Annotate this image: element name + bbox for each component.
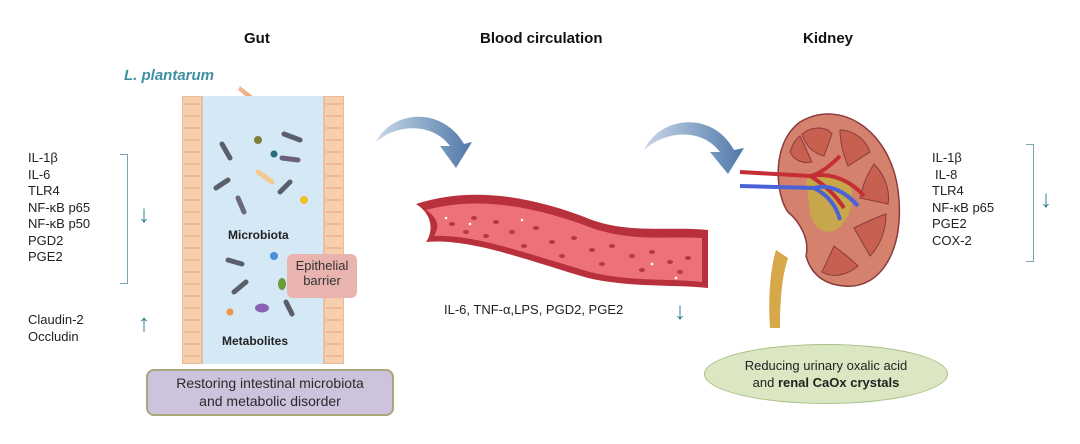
marker: TLR4 (28, 183, 60, 198)
marker: IL-6 (28, 166, 51, 182)
kidney-outcome-ellipse: Reducing urinary oxalic acid and renal C… (704, 344, 948, 404)
marker: PGE2 (28, 249, 63, 264)
marker: IL-1β (28, 150, 58, 165)
kidney-outcome-line-1: Reducing urinary oxalic acid (744, 358, 908, 373)
marker: IL-1β (932, 150, 962, 165)
gut-outcome-box: Restoring intestinal microbiota and meta… (146, 369, 394, 416)
marker: NF-κB p65 (932, 199, 995, 215)
gut-lumen-illustration (182, 96, 344, 364)
section-title-blood: Blood circulation (480, 30, 603, 47)
section-title-gut: Gut (244, 30, 270, 47)
gut-outcome-line-2: and metabolic disorder (199, 393, 341, 409)
gut-bracket (120, 154, 128, 284)
marker: IL-8 (935, 166, 958, 182)
marker: PGD2 (28, 232, 64, 248)
down-arrow-icon: ↓ (674, 298, 686, 325)
probiotic-label: L. plantarum (124, 67, 215, 84)
marker: Claudin-2 (28, 312, 84, 327)
marker: PGE2 (932, 216, 967, 231)
up-arrow-icon: ↑ (138, 310, 150, 337)
flow-arrow-gut-to-blood-icon (376, 116, 472, 168)
section-title-kidney: Kidney (803, 30, 854, 47)
down-arrow-icon: ↓ (1040, 186, 1052, 213)
blood-vessel-illustration (416, 194, 708, 288)
flow-arrow-blood-to-kidney-icon (644, 122, 744, 174)
outcome-prefix: and (752, 375, 778, 390)
kidney-illustration (740, 113, 901, 328)
kidney-bracket (1026, 144, 1034, 262)
gut-down-markers: IL-1β IL-6 TLR4 NF-κB p65 NF-κB p50 PGD2… (28, 150, 90, 266)
blood-markers: IL-6, TNF-α,LPS, PGD2, PGE2 (444, 302, 624, 317)
barrier-line-2: barrier (303, 273, 341, 288)
marker: Occludin (28, 328, 79, 344)
marker: NF-κB p65 (28, 199, 91, 215)
epithelial-barrier-label: Epithelial barrier (287, 254, 357, 298)
microbiota-label: Microbiota (228, 228, 289, 242)
marker: COX-2 (932, 232, 972, 248)
outcome-bold-text: renal CaOx crystals (777, 375, 900, 390)
gut-outcome-line-1: Restoring intestinal microbiota (176, 375, 364, 391)
marker: NF-κB p50 (28, 216, 91, 231)
kidney-down-markers: IL-1β IL-8 TLR4 NF-κB p65 PGE2 COX-2 (932, 150, 994, 249)
kidney-outcome-line-2: and renal CaOx crystals (705, 374, 947, 391)
metabolites-label: Metabolites (222, 334, 289, 348)
gut-up-markers: Claudin-2 Occludin (28, 312, 84, 345)
barrier-line-1: Epithelial (295, 258, 349, 273)
down-arrow-icon: ↓ (138, 201, 150, 228)
marker: TLR4 (932, 183, 964, 198)
